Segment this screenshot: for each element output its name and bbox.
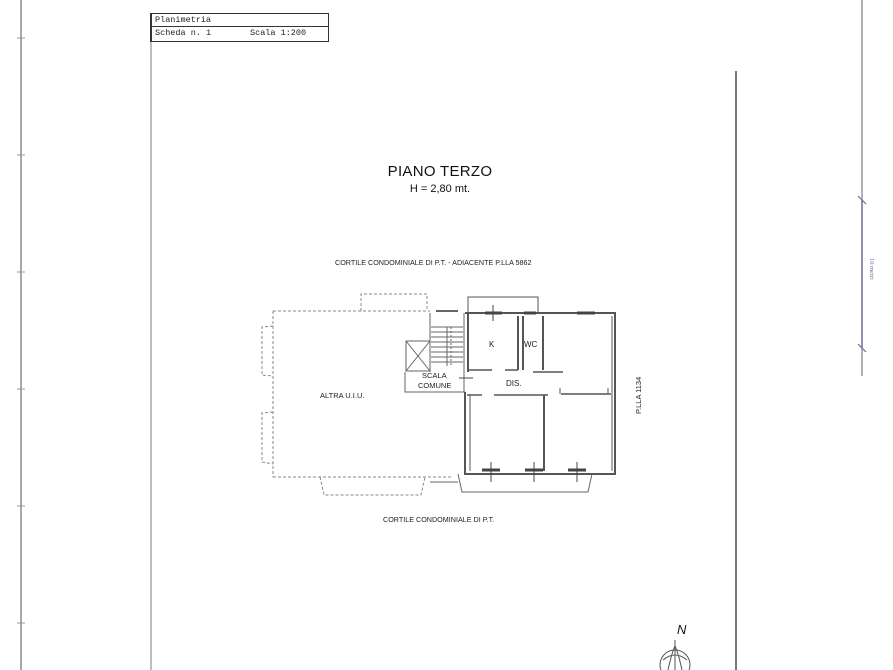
stairs-label-1: SCALA [422,371,447,380]
north-arrow-icon [659,640,691,670]
scale-bar-label: 10 metri [868,258,875,280]
bottom-balcony [430,473,593,493]
kitchen-label: K [489,340,495,349]
plan-height: H = 2,80 mt. [409,183,471,195]
stairs-label-2: COMUNE [418,381,452,390]
courtyard-bottom-label: CORTILE CONDOMINIALE DI P.T. [383,515,495,524]
plan-title: PIANO TERZO [387,163,493,180]
other-unit-outline [261,293,453,496]
common-stairs [404,310,465,393]
wc-label: WC [524,340,538,349]
adjacent-parcel-label: P.LLA 1134 [634,376,643,414]
other-unit-label: ALTRA U.I.U. [320,391,365,400]
frame-ticks [17,37,25,624]
drawing-scale: Scala 1:200 [250,28,307,38]
sheet-number: Scheda n. 1 [155,28,212,38]
north-label: N [677,622,687,637]
sheet-frame [20,0,863,670]
apartment-walls [464,296,616,475]
scale-bar [857,195,867,353]
hallway-label: DIS. [506,379,522,388]
title-block: Planimetria Scheda n. 1 Scala 1:200 [150,13,329,42]
document-type: Planimetria [155,15,212,25]
courtyard-top-label: CORTILE CONDOMINIALE DI P.T. - ADIACENTE… [335,258,532,267]
windows [459,305,595,482]
